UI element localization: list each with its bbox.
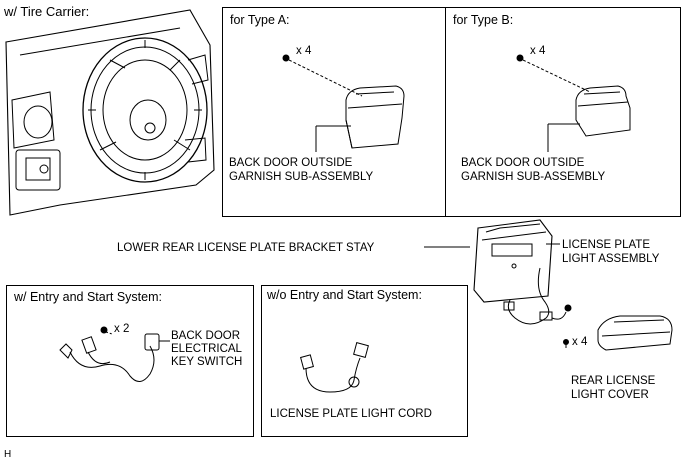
type-a-quantity: x 4 — [296, 45, 312, 57]
entry-start-panel — [6, 285, 254, 437]
light-cover-drawing — [597, 315, 673, 351]
tire-carrier-title: w/ Tire Carrier: — [4, 4, 90, 19]
light-assembly-label-line1: LICENSE PLATE — [562, 239, 650, 251]
light-cord-label: LICENSE PLATE LIGHT CORD — [270, 408, 432, 420]
key-switch-label-line1: BACK DOOR — [171, 330, 241, 342]
type-a-title: for Type A: — [230, 13, 290, 27]
type-b-title: for Type B: — [453, 13, 514, 27]
light-cord-drawing — [300, 342, 369, 393]
light-assembly-drawing — [503, 243, 572, 348]
type-a-label-line2: GARNISH SUB-ASSEMBLY — [229, 171, 374, 183]
light-assembly-label-line2: LIGHT ASSEMBLY — [562, 253, 660, 265]
cover-quantity: x 4 — [572, 336, 588, 348]
no-entry-start-title: w/o Entry and Start System: — [267, 288, 422, 302]
bracket-stay-label: LOWER REAR LICENSE PLATE BRACKET STAY — [117, 242, 375, 254]
type-a-label-line1: BACK DOOR OUTSIDE — [229, 157, 353, 169]
no-entry-start-panel — [261, 285, 468, 437]
tire-carrier-drawing — [5, 9, 215, 216]
entry-start-title: w/ Entry and Start System: — [14, 290, 162, 304]
entry-start-quantity: x 2 — [114, 323, 130, 335]
cover-label-line2: LIGHT COVER — [571, 389, 649, 401]
footer-code: H — [4, 449, 12, 460]
type-b-label-line2: GARNISH SUB-ASSEMBLY — [461, 171, 606, 183]
key-switch-drawing — [59, 326, 170, 382]
type-b-panel — [445, 7, 681, 217]
type-b-label-line1: BACK DOOR OUTSIDE — [461, 157, 585, 169]
key-switch-label-line3: KEY SWITCH — [171, 356, 243, 368]
type-b-quantity: x 4 — [530, 45, 546, 57]
bracket-stay-drawing — [424, 219, 553, 303]
type-b-garnish-drawing — [516, 54, 631, 152]
key-switch-label-line2: ELECTRICAL — [171, 343, 242, 355]
type-a-garnish-drawing — [282, 54, 405, 152]
cover-label-line1: REAR LICENSE — [571, 375, 656, 387]
